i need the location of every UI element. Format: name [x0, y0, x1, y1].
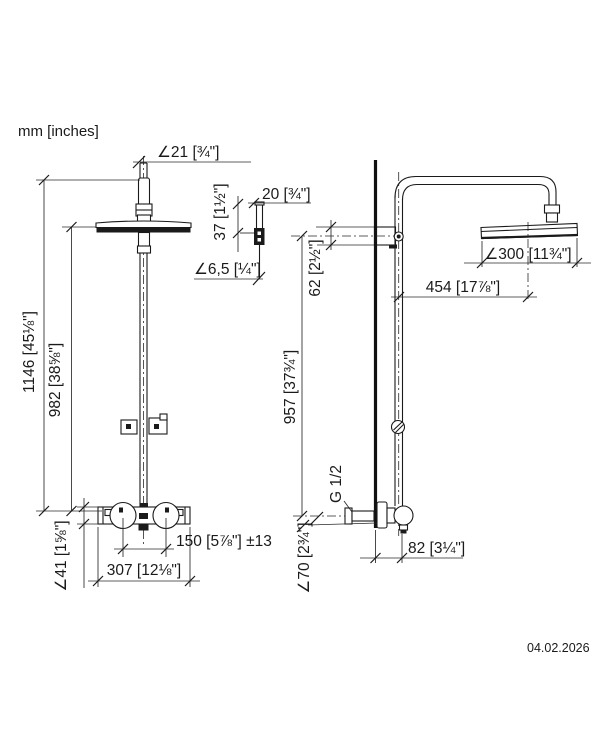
- left-slider-holder: [120, 413, 168, 435]
- dim-valve-body-diameter: ∠41 [1⅝"]: [53, 520, 70, 591]
- right-view-side-profile: [291, 160, 591, 564]
- dim-head-diameter: ∠300 [11¾"]: [484, 246, 571, 263]
- right-handle: [393, 505, 414, 526]
- right-shower-arm: [394, 175, 561, 223]
- dim-outlet-height: 957 [37¾"]: [282, 350, 299, 424]
- dim-detail-height: 37 [1½"]: [212, 183, 229, 240]
- dim-connection-spacing: 150 [5⅞"] ±13: [176, 533, 272, 550]
- left-outlet-stub: [138, 523, 149, 531]
- drawing-date: 04.02.2026: [527, 641, 590, 655]
- dim-wall-offset: 82 [3¼"]: [408, 540, 465, 557]
- dim-head-height: 982 [38⅝"]: [47, 343, 64, 417]
- left-head-connector: [135, 177, 153, 224]
- detail-dimensions: [194, 196, 311, 286]
- units-note: mm [inches]: [18, 123, 99, 140]
- detail-fixing-part: [194, 196, 311, 286]
- right-valve-side: [293, 501, 414, 534]
- dim-detail-hole-diameter: ∠6,5 [¼"]: [194, 261, 261, 278]
- dim-escutcheon-diameter: ∠70 [2¾"]: [296, 522, 313, 593]
- right-shower-head: [480, 222, 579, 302]
- dim-overall-height: 1146 [45⅛"]: [21, 311, 38, 393]
- dim-bracket-offset: 62 [2½"]: [307, 239, 324, 296]
- right-riser-slider: [390, 419, 406, 435]
- dim-valve-width: 307 [12⅛"]: [107, 562, 181, 579]
- dim-pipe-diameter: ∠21 [¾"]: [157, 144, 219, 161]
- dim-arm-projection: 454 [17⅞"]: [426, 279, 500, 296]
- left-thermostat-valve: [97, 501, 191, 531]
- dim-detail-width: 20 [¾"]: [262, 186, 311, 203]
- right-view-dimensions: [296, 220, 591, 564]
- thread-size-label: G 1/2: [328, 465, 345, 503]
- left-shower-head-disc: [95, 220, 192, 254]
- escutcheon: [376, 501, 388, 529]
- left-view-shower-set: [36, 155, 251, 588]
- left-view-dimensions: [36, 155, 251, 588]
